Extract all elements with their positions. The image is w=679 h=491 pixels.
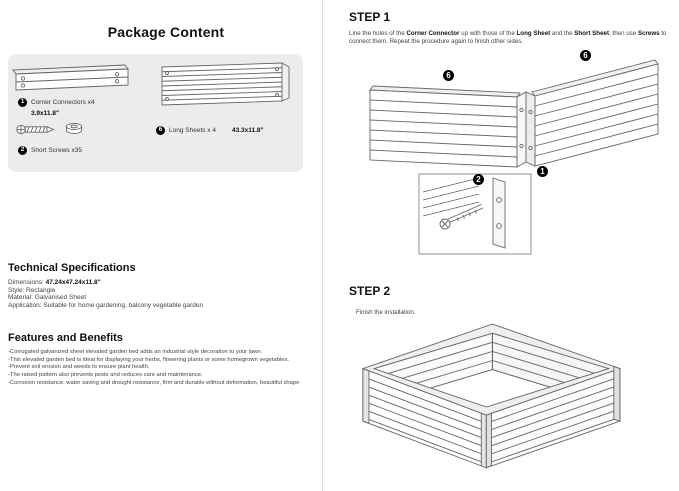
feature-item: -The raised pattern also prevents pests … [8,372,203,379]
column-divider [322,0,323,491]
package-item-short-screws: 2 Short Screws x35 [18,146,82,155]
long-sheets-drawing [161,62,290,106]
spec-dimensions: Dimensions: 47.24x47.24x11.8" [8,279,320,287]
spec-dimensions-value: 47.24x47.24x11.8" [45,279,101,286]
instruction-segment: up with those of the [459,30,517,37]
spec-material: Material: Galvanised Sheet [8,294,87,302]
step2-title: STEP 2 [349,284,391,298]
spec-application: Application: Suitable for home gardening… [8,301,204,309]
corner-connector-shape [516,91,536,168]
instruction-segment: Line the holes of the [349,30,407,37]
label-screw: 2 [473,174,484,185]
features-benefits-title: Features and Benefits [8,332,123,344]
item-size: 3.9x11.8" [31,110,60,117]
instruction-segment: Screws [637,30,660,37]
left-long-sheet [369,85,521,168]
instruction-segment: to connect them. Repeat the procedure ag… [349,30,667,45]
right-long-sheet [531,59,659,167]
instruction-segment: Long Sheet [516,30,551,37]
nut-drawing [66,123,82,134]
screw-detail-inset [418,173,532,255]
item-number-badge: 2 [18,146,27,155]
features-benefits-section: Features and Benefits -Corrugated galvan… [8,332,322,388]
feature-item: -This elevated garden bed is ideal for d… [8,356,289,363]
package-content-box: 1 Corner Connectors x4 3.9x11.8" [8,54,303,172]
label-corner-connector: 1 [537,166,548,177]
step1-assembly-diagram [369,59,659,255]
step2-instruction: Finish the installation. [356,309,416,316]
package-content-title: Package Content [107,24,225,40]
item-number-badge: 6 [156,126,165,135]
step1-title: STEP 1 [349,10,391,24]
instruction-segment: and the [550,30,575,37]
label-long-sheet-left: 6 [443,70,454,81]
item-number-badge: 1 [18,98,27,107]
item-size: 43.3x11.8" [231,127,264,134]
label-long-sheet-right: 6 [580,50,591,61]
instruction-segment: Corner Connector [406,30,460,37]
screw-drawing [16,124,55,135]
feature-item: -Corrosion resistance, water saving and … [8,379,300,386]
corner-connector-drawing [12,64,129,91]
package-item-long-sheets: 6 Long Sheets x 4 43.3x11.8" [156,126,264,135]
item-label: Short Screws x35 [31,147,82,154]
spec-style: Style: Rectangle [8,286,56,294]
step1-instruction: Line the holes of the Corner Connector u… [349,30,667,45]
item-label: Corner Connectors x4 [31,99,95,106]
feature-item: -Corrugated galvanized sheet elevated ga… [8,349,263,355]
instruction-segment: , then use [609,30,638,37]
technical-specifications-title: Technical Specifications [8,262,136,274]
spec-dimensions-label: Dimensions: [8,279,44,286]
package-item-corner-connectors: 1 Corner Connectors x4 [18,98,95,107]
feature-item: -Prevent soil erosion and weeds to ensur… [8,364,150,371]
technical-specifications-section: Technical Specifications Dimensions: 47.… [8,262,320,309]
item-label: Long Sheets x 4 [169,127,216,134]
step2-finished-bed-diagram [361,323,622,469]
instruction-segment: Short Sheet [574,30,610,37]
